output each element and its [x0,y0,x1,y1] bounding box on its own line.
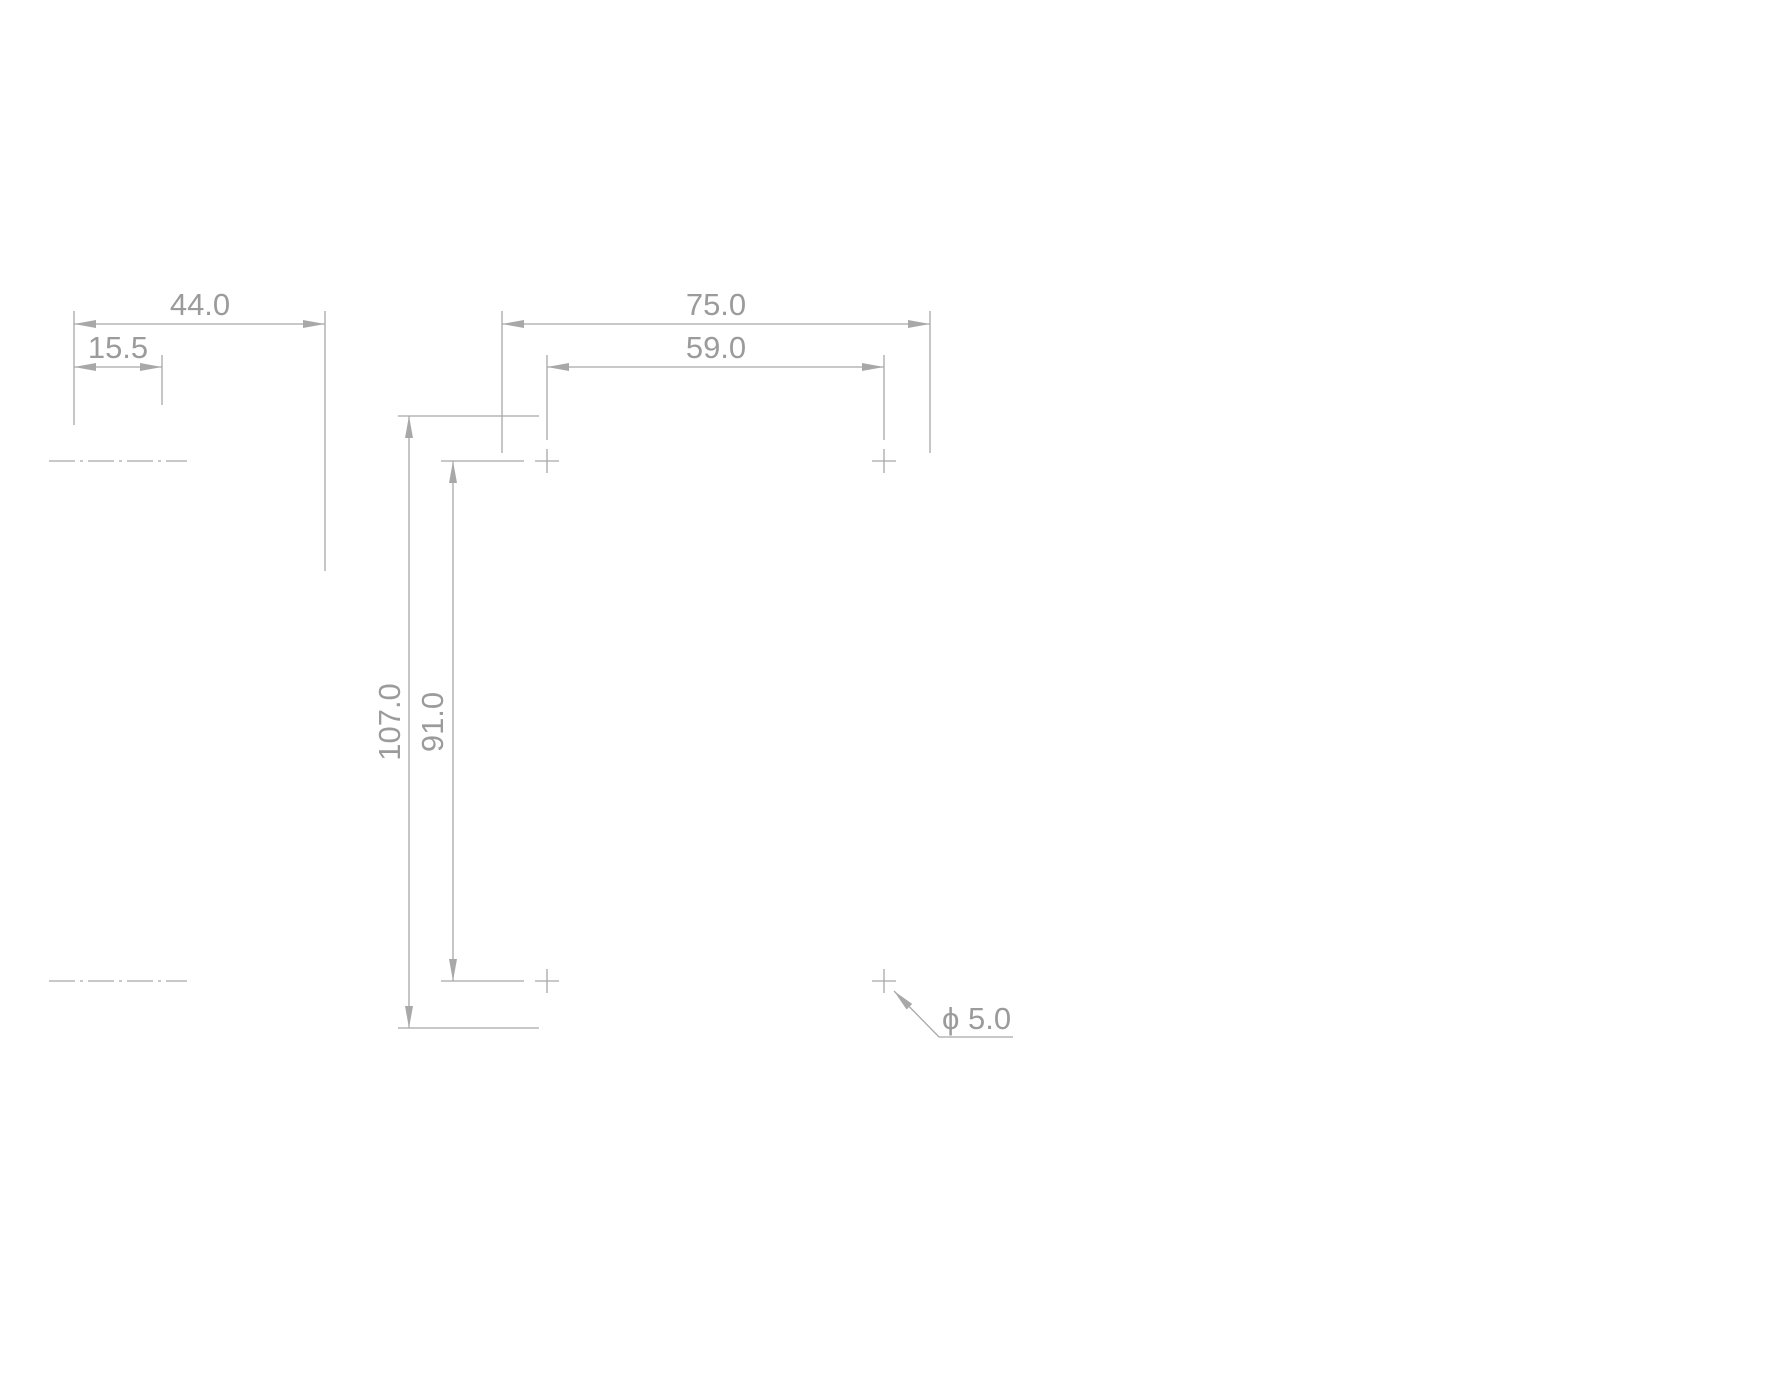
hole-center-top-left [535,449,559,473]
dimension-label-overall-width: 75.0 [686,287,746,322]
front-view: 75.0 59.0 107.0 91.0 ϕ 5.0 [372,287,1013,1038]
hole-center-top-right [872,449,896,473]
hole-center-bottom-left [535,969,559,993]
dimension-label-hole-spacing-x: 59.0 [686,330,746,365]
dimension-label-overall-height: 107.0 [372,683,407,761]
dimension-label-side-width: 44.0 [170,287,230,322]
leader-line-hole-diameter [893,990,1013,1038]
dimension-label-side-offset: 15.5 [88,330,148,365]
side-view: 44.0 15.5 [49,287,326,982]
dimension-label-hole-spacing-y: 91.0 [415,692,450,752]
dimension-label-hole-diameter: ϕ 5.0 [942,1001,1011,1036]
hole-center-bottom-right [872,969,896,993]
